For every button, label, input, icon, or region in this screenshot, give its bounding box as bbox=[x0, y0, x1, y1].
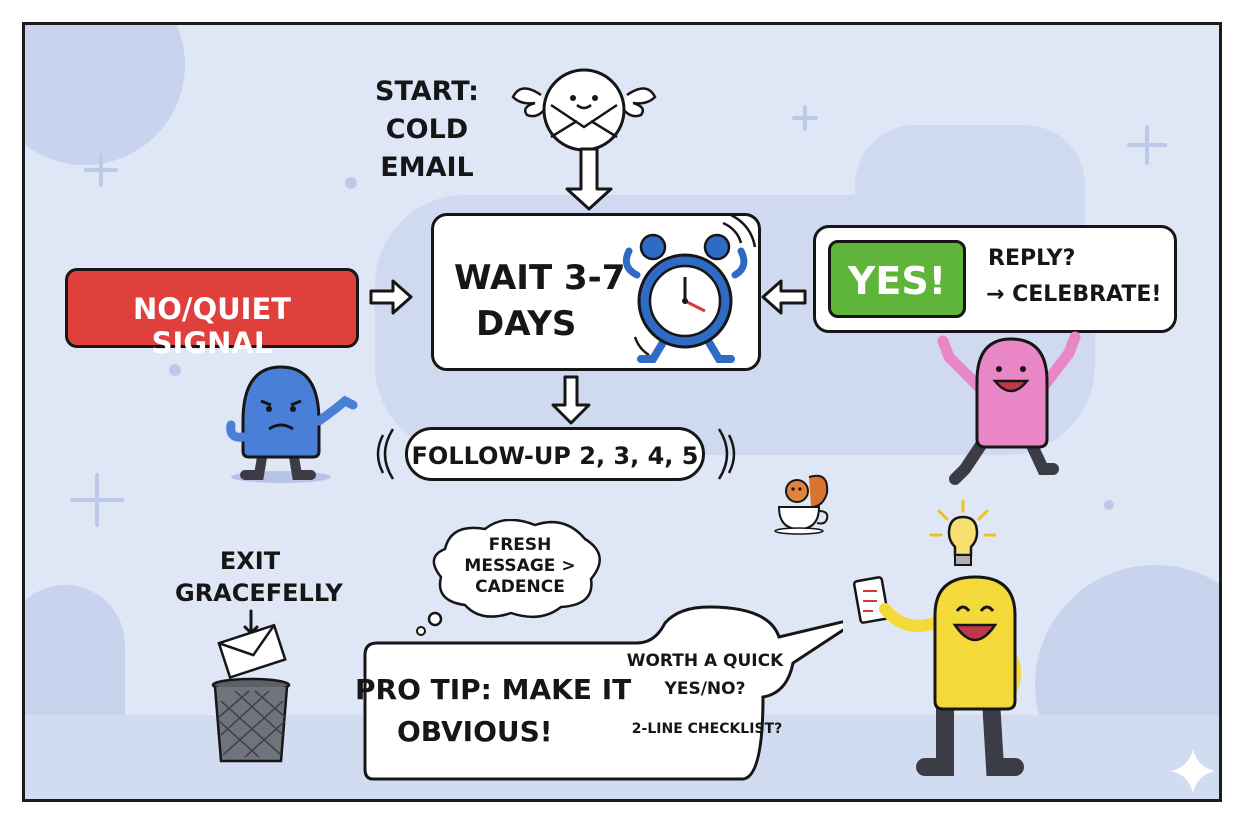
exit-line2: GRACEFELLY bbox=[175, 579, 343, 607]
pro-tip-side-line2: YES/NO? bbox=[664, 679, 746, 699]
start-line2: COLD EMAIL bbox=[380, 114, 474, 183]
reply-line1: REPLY? bbox=[988, 246, 1076, 271]
yes-reply-box: YES! REPLY? → CELEBRATE! bbox=[813, 225, 1177, 333]
start-label: START: COLD EMAIL bbox=[347, 73, 507, 187]
lightbulb-icon bbox=[929, 499, 997, 566]
yes-label: YES! bbox=[847, 259, 947, 303]
squirrel-cup-icon bbox=[774, 474, 829, 535]
thought-bubble bbox=[416, 519, 601, 636]
no-quiet-signal-button[interactable]: NO/QUIET SIGNAL bbox=[65, 268, 359, 360]
arrow-start-to-wait bbox=[565, 147, 613, 211]
thought-line1: FRESH bbox=[488, 535, 552, 555]
blue-character bbox=[226, 365, 358, 483]
pro-tip-side-line3: 2-LINE CHECKLIST? bbox=[631, 721, 783, 737]
diagram-canvas: START: COLD EMAIL WAIT 3-7 DAYS bbox=[22, 22, 1222, 802]
thought-line3: CADENCE bbox=[475, 577, 565, 597]
arrow-no-to-wait bbox=[369, 279, 413, 315]
arrow-wait-to-followup bbox=[551, 375, 591, 425]
wait-line1: WAIT 3-7 bbox=[454, 258, 626, 298]
thought-line2: MESSAGE > bbox=[464, 556, 576, 576]
start-line1: START: bbox=[375, 76, 479, 107]
motion-lines bbox=[376, 428, 736, 480]
reply-line2: → CELEBRATE! bbox=[986, 282, 1162, 307]
yes-button[interactable]: YES! bbox=[828, 240, 966, 318]
speech-bubble bbox=[363, 605, 843, 781]
followup-label: FOLLOW-UP 2, 3, 4, 5 bbox=[411, 442, 699, 470]
arrow-yes-to-wait bbox=[761, 279, 807, 315]
flow-arrows bbox=[243, 147, 807, 635]
pink-character bbox=[937, 331, 1081, 485]
yellow-character bbox=[852, 499, 1024, 776]
exit-label: EXIT GRACEFELLY bbox=[175, 545, 343, 609]
exit-line1: EXIT bbox=[219, 547, 281, 575]
no-signal-label: NO/QUIET SIGNAL bbox=[132, 292, 292, 360]
pro-tip-line1: PRO TIP: MAKE IT bbox=[355, 673, 632, 706]
alarm-clock-icon bbox=[622, 215, 757, 363]
pro-tip-side-line1: WORTH A QUICK bbox=[626, 651, 784, 671]
followup-pill: FOLLOW-UP 2, 3, 4, 5 bbox=[405, 427, 705, 481]
pro-tip-line2: OBVIOUS! bbox=[397, 715, 553, 748]
thought-text: FRESH MESSAGE > CADENCE bbox=[445, 535, 595, 598]
sparkle-icon bbox=[1171, 749, 1215, 793]
wait-line2: DAYS bbox=[476, 304, 577, 344]
trash-can-icon bbox=[211, 623, 291, 763]
